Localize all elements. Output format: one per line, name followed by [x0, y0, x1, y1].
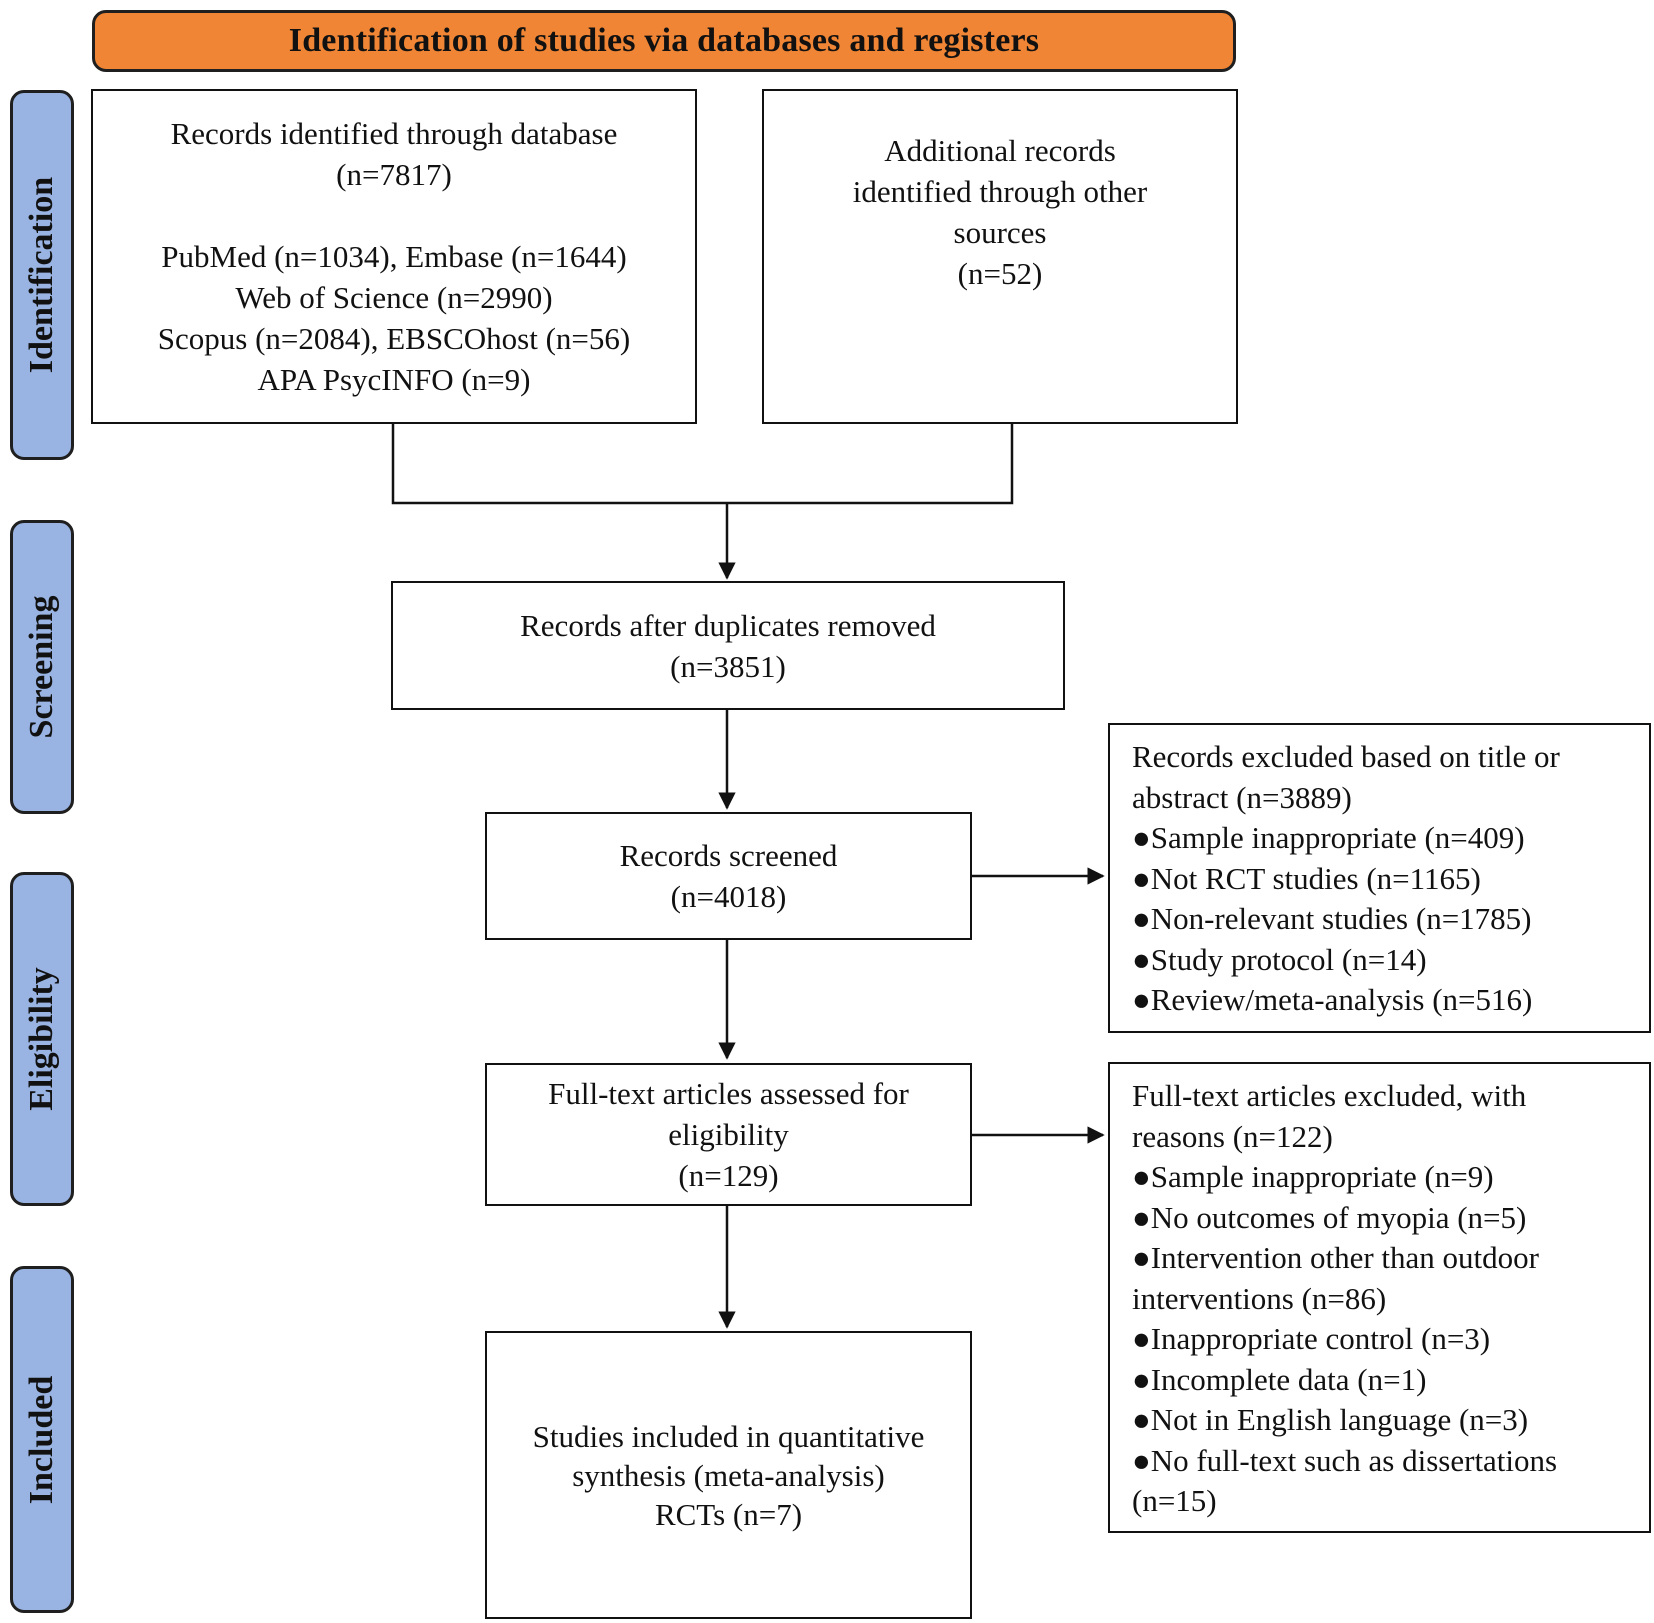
box-fulltext-assessed: Full-text articles assessed for eligibil… — [485, 1063, 972, 1206]
excluded-fulltext-line: reasons (n=122) — [1132, 1118, 1333, 1154]
excluded-title-reason: ●Not RCT studies (n=1165) — [1132, 860, 1481, 896]
stage-label: Identification — [23, 176, 60, 374]
merge-connector — [391, 424, 1014, 505]
stage-label: Screening — [23, 595, 60, 739]
database-count: (n=7817) — [336, 157, 452, 192]
box-records-screened: Records screened (n=4018) — [485, 812, 972, 940]
other-sources-count: (n=52) — [957, 255, 1043, 291]
screened-title: Records screened — [619, 838, 838, 873]
box-excluded-title-abstract: Records excluded based on title or abstr… — [1108, 723, 1651, 1033]
box-studies-included: Studies included in quantitative synthes… — [485, 1331, 972, 1619]
database-source-line: Web of Science (n=2990) — [235, 280, 553, 315]
included-line: synthesis (meta-analysis) — [572, 1457, 885, 1493]
excluded-fulltext-reason: (n=15) — [1132, 1483, 1217, 1518]
excluded-title-line: Records excluded based on title or — [1132, 739, 1560, 774]
box-duplicates-removed: Records after duplicates removed (n=3851… — [391, 581, 1065, 710]
excluded-title-reason: ●Review/meta-analysis (n=516) — [1132, 982, 1533, 1017]
included-line: RCTs (n=7) — [654, 1496, 803, 1532]
database-source-line: APA PsycINFO (n=9) — [257, 362, 531, 397]
stage-included: Included — [10, 1266, 74, 1613]
duplicates-title: Records after duplicates removed — [520, 607, 936, 643]
stage-label: Eligibility — [23, 967, 60, 1111]
database-title: Records identified through database — [170, 116, 618, 151]
excluded-title-reason: ●Study protocol (n=14) — [1132, 941, 1427, 977]
excluded-fulltext-reason: ●No outcomes of myopia (n=5) — [1132, 1199, 1527, 1235]
excluded-fulltext-reason: interventions (n=86) — [1132, 1280, 1387, 1316]
included-line: Studies included in quantitative — [532, 1418, 925, 1454]
excluded-fulltext-reason: ●Intervention other than outdoor — [1132, 1240, 1539, 1275]
excluded-fulltext-reason: ●Sample inappropriate (n=9) — [1132, 1159, 1494, 1194]
stage-label: Included — [23, 1375, 60, 1504]
excluded-fulltext-line: Full-text articles excluded, with — [1132, 1078, 1527, 1113]
other-sources-line: sources — [953, 214, 1047, 250]
duplicates-count: (n=3851) — [670, 648, 786, 684]
excluded-fulltext-reason: ●Not in English language (n=3) — [1132, 1402, 1529, 1437]
excluded-title-line: abstract (n=3889) — [1132, 779, 1352, 815]
other-sources-line: identified through other — [852, 173, 1148, 209]
header-banner: Identification of studies via databases … — [92, 10, 1236, 72]
stage-eligibility: Eligibility — [10, 872, 74, 1206]
box-database-records: Records identified through database (n=7… — [91, 89, 697, 424]
excluded-fulltext-reason: ●Inappropriate control (n=3) — [1132, 1321, 1491, 1356]
database-source-line: Scopus (n=2084), EBSCOhost (n=56) — [157, 321, 631, 356]
excluded-fulltext-reason: ●No full-text such as dissertations — [1132, 1442, 1558, 1478]
excluded-title-reason: ●Non-relevant studies (n=1785) — [1132, 901, 1532, 936]
header-title: Identification of studies via databases … — [288, 22, 1040, 59]
fulltext-line: Full-text articles assessed for — [548, 1076, 909, 1111]
fulltext-count: (n=129) — [678, 1158, 779, 1193]
stage-screening: Screening — [10, 520, 74, 814]
stage-identification: Identification — [10, 90, 74, 460]
fulltext-line: eligibility — [668, 1117, 789, 1152]
excluded-title-reason: ●Sample inappropriate (n=409) — [1132, 820, 1525, 855]
box-other-sources: Additional records identified through ot… — [762, 89, 1238, 424]
excluded-fulltext-reason: ●Incomplete data (n=1) — [1132, 1361, 1427, 1397]
other-sources-line: Additional records — [884, 132, 1116, 168]
screened-count: (n=4018) — [670, 879, 787, 914]
database-source-line: PubMed (n=1034), Embase (n=1644) — [161, 239, 627, 274]
box-excluded-fulltext: Full-text articles excluded, with reason… — [1108, 1062, 1651, 1533]
